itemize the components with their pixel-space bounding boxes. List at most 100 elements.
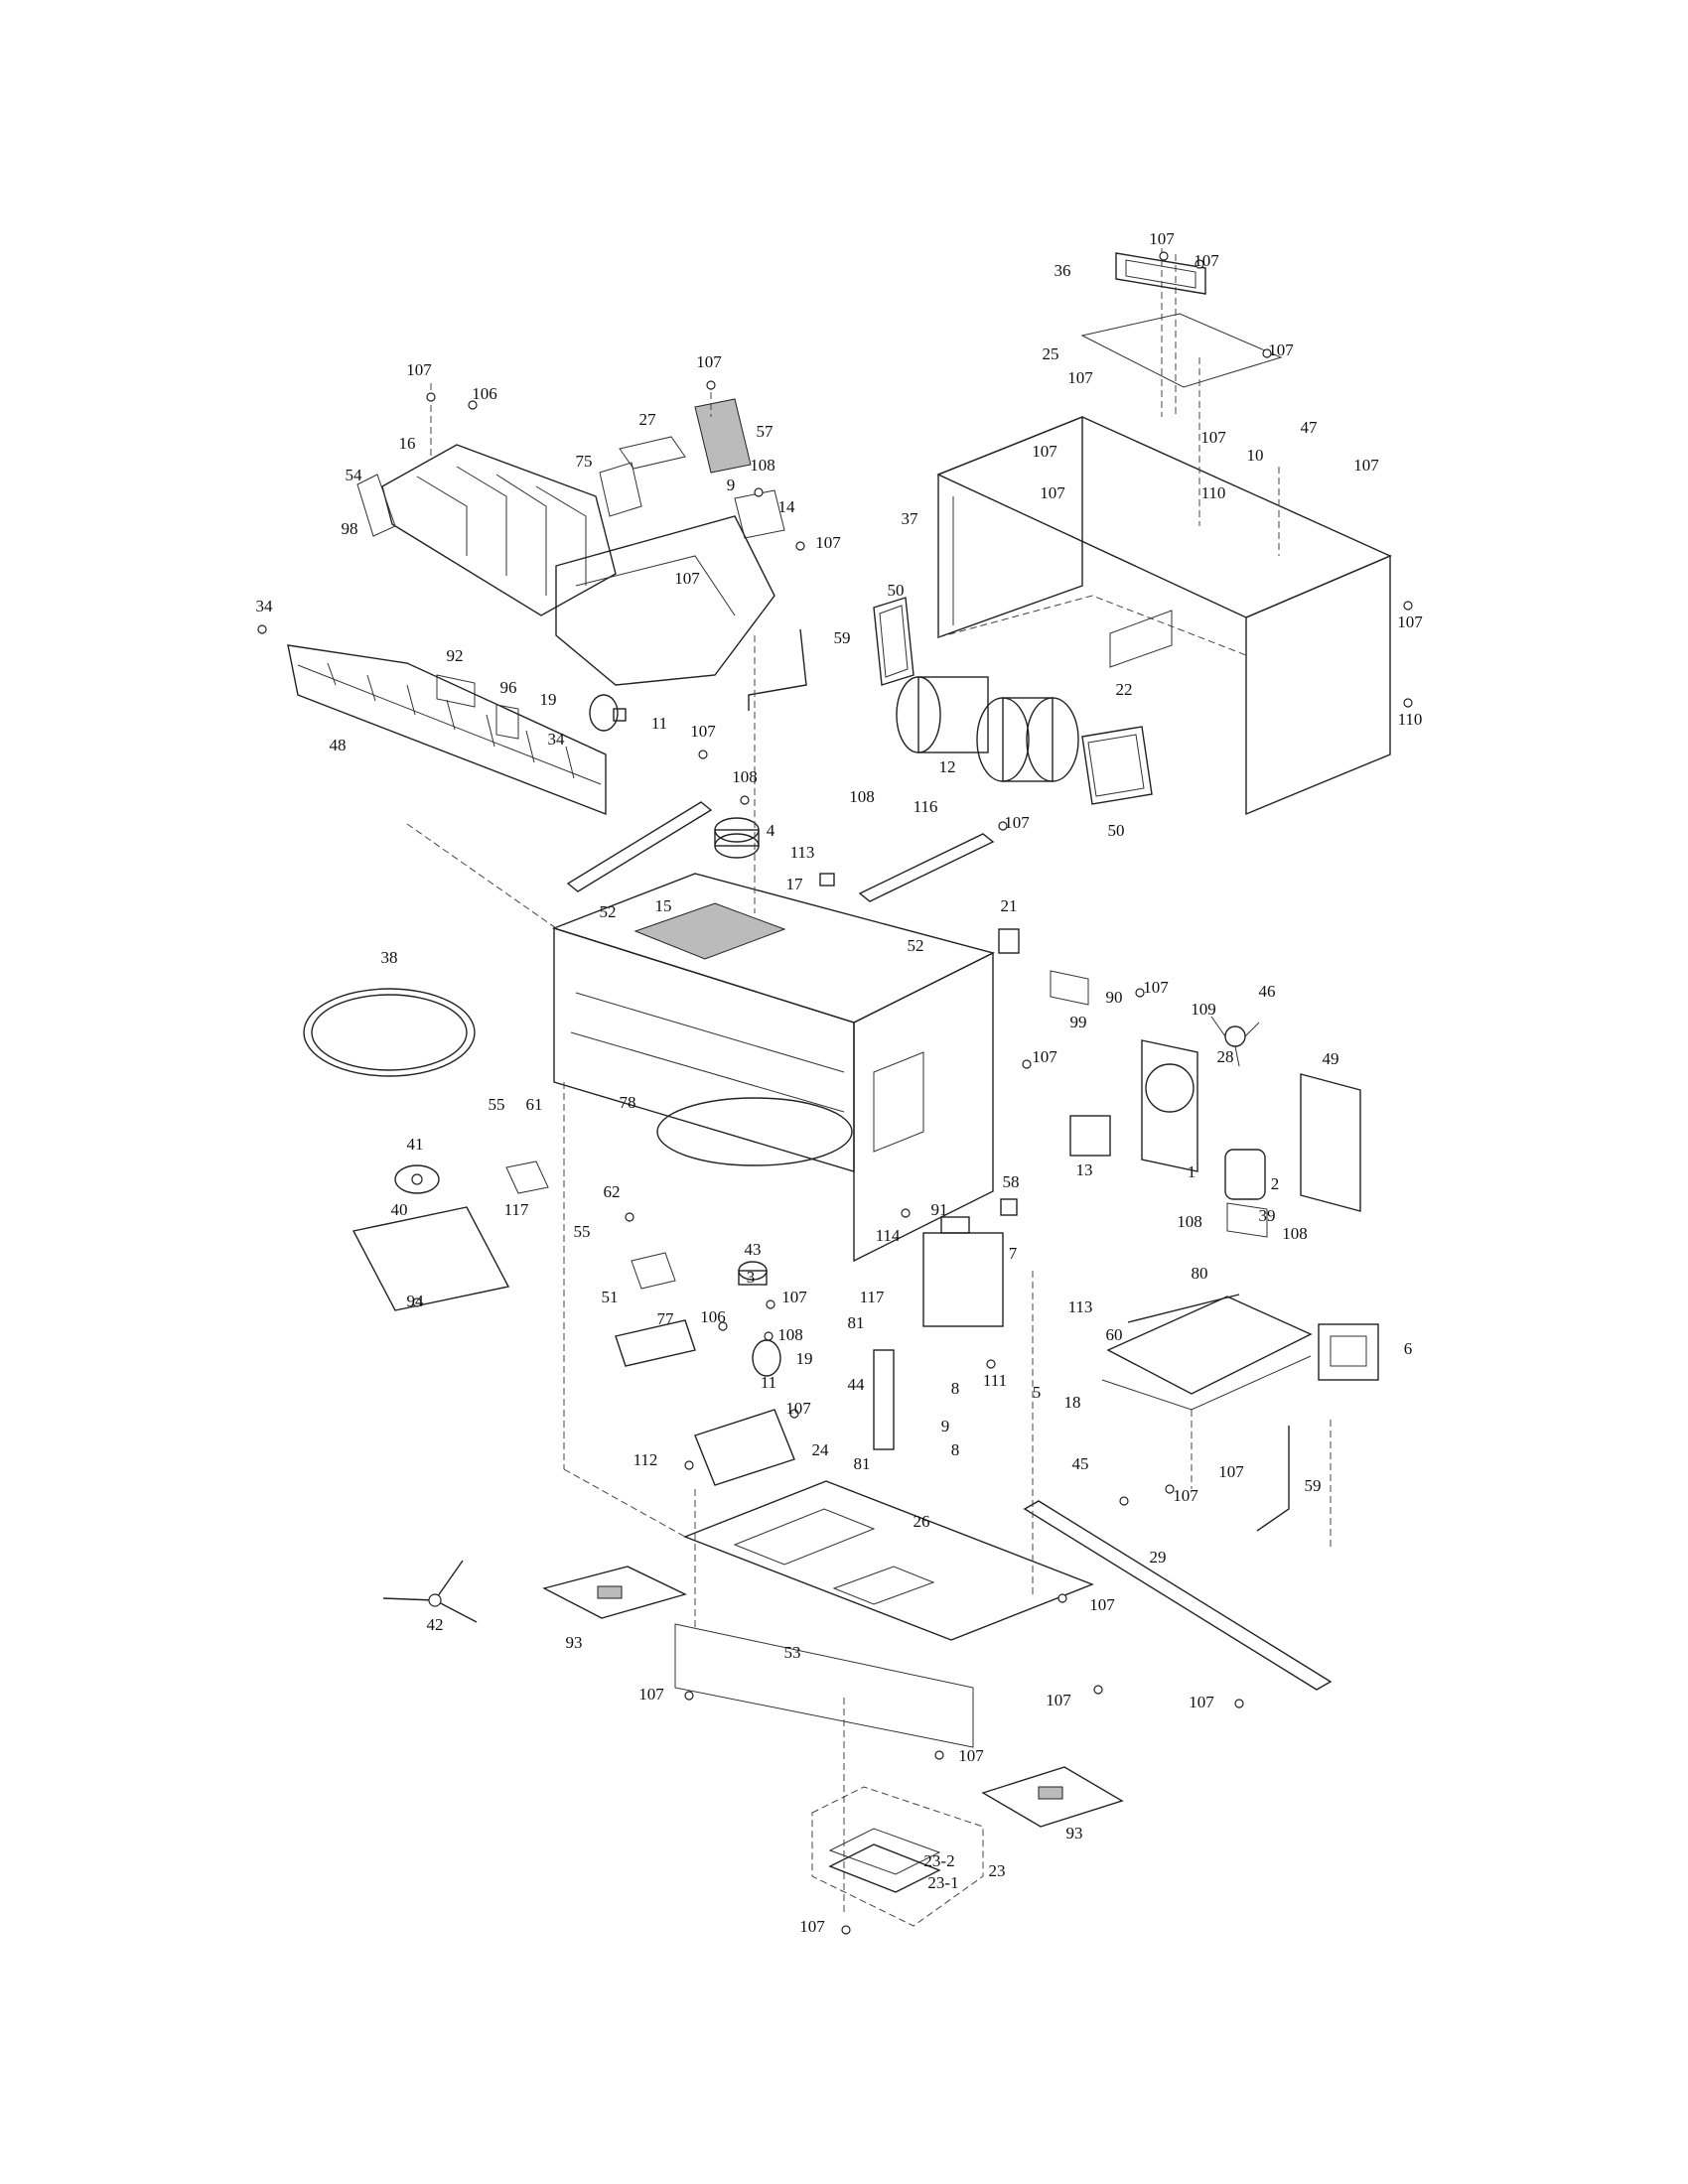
- part-13-switch-assembly: [1069, 1115, 1111, 1157]
- part-callout-19: 19: [540, 690, 557, 709]
- part-callout-7: 7: [1009, 1244, 1018, 1263]
- part-callout-77: 77: [657, 1309, 675, 1328]
- part-callout-117: 117: [504, 1200, 529, 1219]
- part-callout-23-1: 23-1: [927, 1873, 958, 1892]
- part-callout-90: 90: [1106, 988, 1123, 1007]
- part-callout-23-2: 23-2: [923, 1851, 954, 1870]
- part-callout-42: 42: [427, 1615, 444, 1634]
- part-callout-92: 92: [447, 646, 464, 665]
- part-callout-107: 107: [1046, 1691, 1071, 1709]
- part-27-cover: [619, 436, 686, 470]
- part-23-filter-assembly: [811, 1786, 984, 1927]
- part-callout-39: 39: [1259, 1206, 1276, 1225]
- part-callout-108: 108: [777, 1325, 803, 1344]
- part-callout-17: 17: [786, 875, 804, 893]
- part-callout-5: 5: [1033, 1383, 1042, 1402]
- part-52-rail-left: [566, 801, 713, 892]
- part-callout-117: 117: [860, 1288, 885, 1306]
- part-callout-107: 107: [1149, 229, 1175, 248]
- part-callout-53: 53: [784, 1643, 801, 1662]
- part-callout-107: 107: [1089, 1595, 1115, 1614]
- part-callout-51: 51: [602, 1288, 619, 1306]
- part-callout-36: 36: [1055, 261, 1071, 280]
- part-callout-43: 43: [745, 1240, 762, 1259]
- part-callout-113: 113: [790, 843, 815, 862]
- part-callout-2: 2: [1271, 1174, 1280, 1193]
- part-callout-50: 50: [1108, 821, 1125, 840]
- part-53-bottom-cover: [674, 1623, 974, 1748]
- part-callout-15: 15: [655, 896, 672, 915]
- part-21-switch: [998, 928, 1020, 954]
- part-callout-12: 12: [939, 757, 956, 776]
- part-callout-54: 54: [346, 466, 363, 484]
- part-39-bracket: [1226, 1202, 1268, 1238]
- part-callout-107: 107: [815, 533, 841, 552]
- part-60-base-bracket: [1101, 1296, 1313, 1411]
- part-7-magnetron: [922, 1216, 1004, 1327]
- part-callout-14: 14: [778, 497, 796, 516]
- part-callout-1: 1: [1188, 1162, 1196, 1181]
- part-callout-48: 48: [330, 736, 347, 754]
- part-callout-110: 110: [1201, 483, 1226, 502]
- part-callout-46: 46: [1259, 982, 1276, 1001]
- part-callout-80: 80: [1192, 1264, 1208, 1283]
- part-callout-26: 26: [914, 1512, 930, 1531]
- part-callout-22: 22: [1116, 680, 1133, 699]
- part-44-latch-assembly: [873, 1349, 895, 1450]
- part-50-gasket-lower: [1081, 726, 1153, 805]
- part-callout-111: 111: [983, 1371, 1007, 1390]
- part-77-bracket: [615, 1319, 696, 1367]
- part-callout-9: 9: [941, 1417, 950, 1435]
- part-callout-27: 27: [639, 410, 657, 429]
- screws: [257, 251, 1413, 1935]
- part-callout-107: 107: [1004, 813, 1030, 832]
- part-callout-24: 24: [812, 1440, 830, 1459]
- part-93-vent-left: [542, 1566, 687, 1619]
- part-117-label-left: [505, 1160, 549, 1194]
- part-control-frame: [555, 515, 775, 686]
- part-58-block: [1000, 1198, 1018, 1216]
- part-callout-59: 59: [834, 628, 851, 647]
- part-54-control-housing: [356, 444, 617, 616]
- part-callout-41: 41: [407, 1135, 424, 1154]
- part-callout-107: 107: [1067, 368, 1093, 387]
- part-callout-109: 109: [1191, 1000, 1216, 1019]
- part-callout-91: 91: [931, 1200, 948, 1219]
- part-callout-25: 25: [1043, 344, 1059, 363]
- part-17-thermal-cutout: [819, 873, 835, 887]
- part-19-lamp-upper: [589, 694, 627, 732]
- part-callout-107: 107: [1194, 251, 1219, 270]
- part-callout-23: 23: [989, 1861, 1006, 1880]
- part-callout-52: 52: [908, 936, 924, 955]
- part-93-vent-right: [981, 1766, 1124, 1828]
- part-callout-9: 9: [727, 476, 736, 494]
- part-callout-55: 55: [489, 1095, 505, 1114]
- part-callout-110: 110: [1398, 710, 1423, 729]
- part-callout-116: 116: [914, 797, 938, 816]
- part-80-diode: [1127, 1294, 1240, 1323]
- part-callout-34: 34: [548, 730, 566, 749]
- part-4-stirrer-motor: [714, 817, 760, 859]
- part-callout-93: 93: [1066, 1824, 1083, 1843]
- part-callout-11: 11: [651, 714, 667, 733]
- part-callout-108: 108: [732, 767, 758, 786]
- part-59-wire-upper: [748, 628, 807, 711]
- part-40-cover-plate: [352, 1206, 510, 1311]
- part-callout-8: 8: [951, 1379, 960, 1398]
- part-38-roller-ring: [303, 988, 476, 1077]
- part-callout-107: 107: [1397, 613, 1423, 631]
- part-52-rail-right: [858, 833, 995, 902]
- part-36-top-vent: [1115, 252, 1206, 295]
- part-57-mesh-plate: [694, 398, 752, 474]
- part-12-blower-motor: [896, 676, 1079, 782]
- part-3-turntable-motor: [738, 1261, 768, 1286]
- part-callout-106: 106: [472, 384, 497, 403]
- part-2-capacitor: [1224, 1149, 1266, 1200]
- part-callout-28: 28: [1217, 1047, 1234, 1066]
- part-37-outer-cabinet: [936, 415, 1392, 816]
- part-callout-44: 44: [848, 1375, 866, 1394]
- part-51-label: [631, 1252, 676, 1290]
- part-callout-107: 107: [781, 1288, 807, 1306]
- part-callout-21: 21: [1001, 896, 1018, 915]
